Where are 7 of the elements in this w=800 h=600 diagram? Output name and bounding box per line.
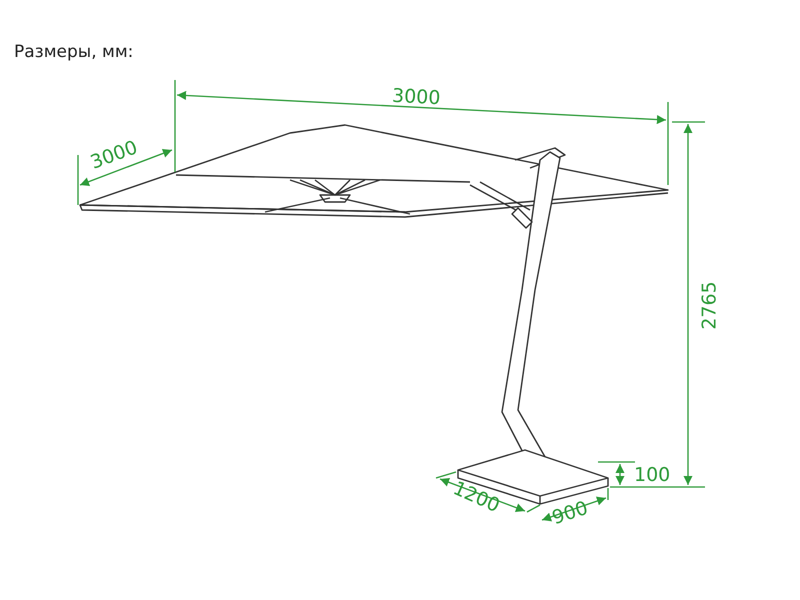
dimension-label: 100 — [634, 466, 670, 485]
heading-text: Размеры, мм: — [14, 44, 134, 61]
dimension-label: 900 — [550, 498, 590, 528]
dimension-label: 1200 — [450, 478, 502, 516]
dimension-label: 3000 — [88, 138, 140, 173]
dimension-label: 2765 — [700, 281, 720, 330]
dimension-label: 3000 — [392, 86, 441, 108]
